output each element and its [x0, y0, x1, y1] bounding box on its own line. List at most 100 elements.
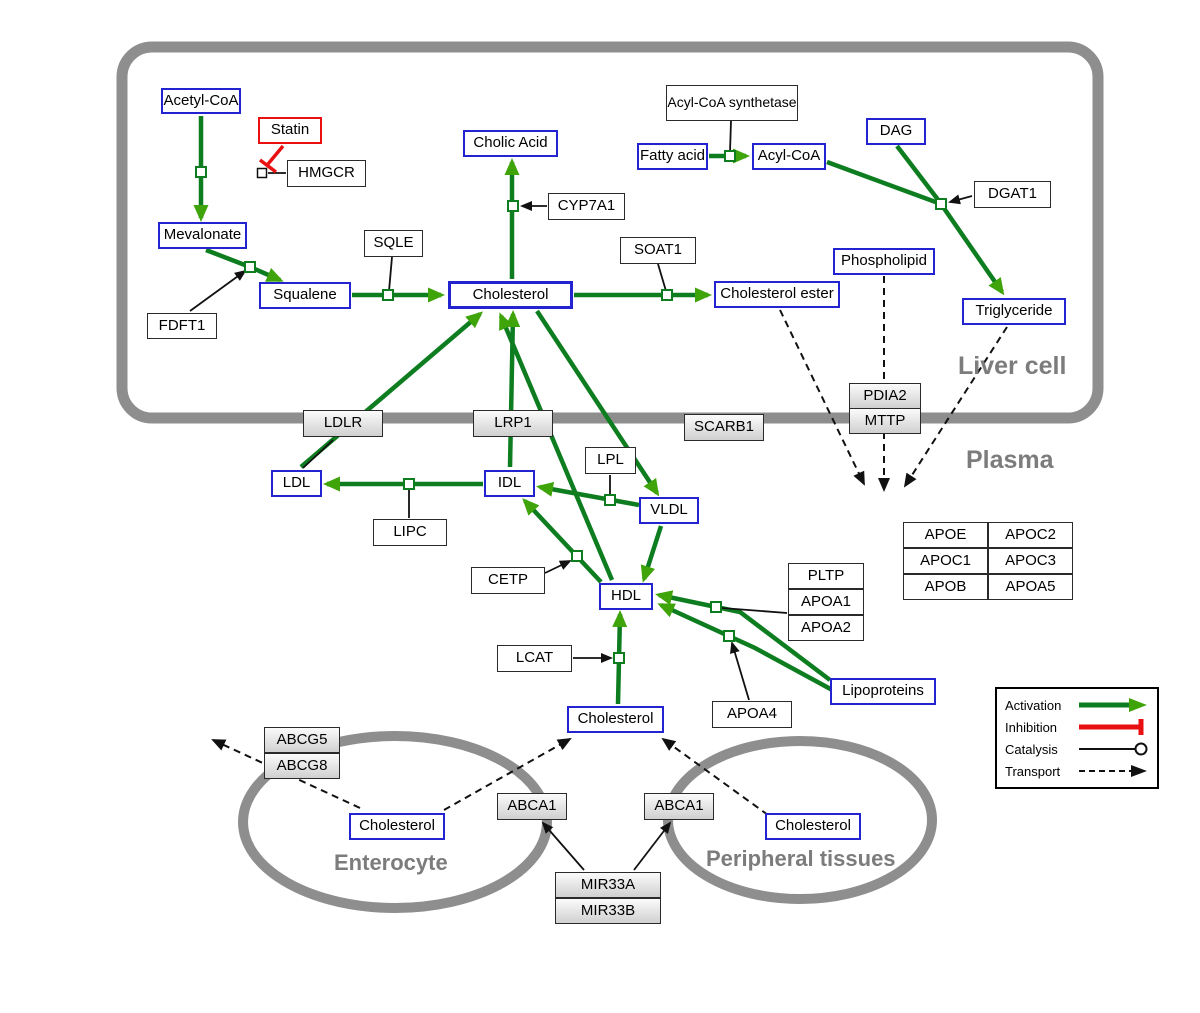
node-apoc3[interactable]: APOC3 [988, 548, 1073, 574]
node-fdft1[interactable]: FDFT1 [147, 313, 217, 339]
node-pdia2[interactable]: PDIA2 [849, 383, 921, 409]
legend-row-activation: Activation [1005, 696, 1149, 714]
node-lpl[interactable]: LPL [585, 447, 636, 474]
edge-hdl-liver [498, 312, 615, 581]
node-squalene[interactable]: Squalene [259, 282, 351, 309]
transport-cholesterol-ester-secretion [779, 309, 865, 486]
enterocyte-label: Enterocyte [334, 850, 448, 875]
edge-vldl-hdl [640, 525, 664, 583]
legend-row-catalysis: Catalysis [1005, 740, 1149, 758]
node-mttp[interactable]: MTTP [849, 408, 921, 434]
edge-liver-vldl [535, 309, 660, 497]
node-cyp7a1[interactable]: CYP7A1 [548, 193, 625, 220]
legend-row-inhibition: Inhibition [1005, 718, 1149, 736]
node-mir33a[interactable]: MIR33A [555, 872, 661, 898]
node-cholic-acid[interactable]: Cholic Acid [463, 130, 558, 157]
activation-arrow-icon [1079, 698, 1147, 712]
node-apoa1[interactable]: APOA1 [788, 589, 864, 615]
node-abcg8[interactable]: ABCG8 [264, 753, 340, 779]
peripheral-tissues-label: Peripheral tissues [706, 846, 896, 871]
node-abcg5[interactable]: ABCG5 [264, 727, 340, 753]
node-ldl[interactable]: LDL [271, 470, 322, 497]
node-fatty-acid[interactable]: Fatty acid [637, 143, 708, 170]
liver-cell-label: Liver cell [958, 352, 1067, 380]
edge-lipoproteins-hdl-lower [657, 602, 838, 694]
catalysis-fdft1 [189, 269, 247, 312]
node-cholesterol-liver[interactable]: Cholesterol [448, 281, 573, 309]
catalysis-apoa4 [730, 641, 750, 701]
catalysis-cetp [544, 560, 572, 574]
node-acyl-coa[interactable]: Acyl-CoA [752, 143, 826, 170]
node-abca1-left[interactable]: ABCA1 [497, 793, 567, 820]
transport-enterocyte-to-plasma [443, 738, 572, 811]
node-soat1[interactable]: SOAT1 [620, 237, 696, 264]
node-apoc2[interactable]: APOC2 [988, 522, 1073, 548]
catalysis-dgat1 [948, 194, 973, 205]
link-mir33b-abca1 [633, 821, 672, 871]
node-apoe[interactable]: APOE [903, 522, 988, 548]
node-triglyceride[interactable]: Triglyceride [962, 298, 1066, 325]
node-cholesterol-plasma[interactable]: Cholesterol [567, 706, 664, 733]
node-statin[interactable]: Statin [258, 117, 322, 144]
node-cetp[interactable]: CETP [471, 567, 545, 594]
node-hdl[interactable]: HDL [599, 583, 653, 610]
catalysis-pltp-stack [721, 607, 788, 614]
node-apoa2[interactable]: APOA2 [788, 615, 864, 641]
node-apoc1[interactable]: APOC1 [903, 548, 988, 574]
edge-hdl-idl [522, 498, 603, 584]
transport-peripheral-to-plasma [661, 737, 769, 816]
reaction-nodes [195, 150, 947, 664]
node-cholesterol-enterocyte[interactable]: Cholesterol [349, 813, 445, 840]
legend-activation-label: Activation [1005, 697, 1062, 713]
node-mir33b[interactable]: MIR33B [555, 898, 661, 924]
node-lipoproteins[interactable]: Lipoproteins [830, 678, 936, 705]
node-phospholipid[interactable]: Phospholipid [833, 248, 935, 275]
edge-dag-triglyceride [895, 144, 941, 203]
node-acyl-coa-synthetase[interactable]: Acyl-CoA synthetase [666, 85, 798, 121]
node-mevalonate[interactable]: Mevalonate [158, 222, 247, 249]
node-lcat[interactable]: LCAT [497, 645, 572, 672]
catalysis-soat1 [657, 263, 667, 292]
edge-mevalonate-squalene [205, 247, 284, 283]
transport-dashed-arrow-icon [1079, 765, 1147, 777]
inhibition-edge-statin [258, 144, 285, 174]
catalysis-acylcoa-synthetase [729, 120, 732, 153]
node-cholesterol-peripheral[interactable]: Cholesterol [765, 813, 861, 840]
node-pltp[interactable]: PLTP [788, 563, 864, 589]
node-apoa5[interactable]: APOA5 [988, 574, 1073, 600]
liver-cell-membrane [116, 41, 1104, 424]
node-idl[interactable]: IDL [484, 470, 535, 497]
link-ldl-ldlr [302, 439, 334, 469]
node-apoa4[interactable]: APOA4 [712, 701, 792, 728]
node-sqle[interactable]: SQLE [364, 230, 423, 257]
legend: Activation Inhibition Catalysis Transpor… [995, 687, 1159, 789]
node-vldl[interactable]: VLDL [639, 497, 699, 524]
node-dag[interactable]: DAG [866, 118, 926, 145]
node-cholesterol-ester[interactable]: Cholesterol ester [714, 281, 840, 308]
node-acetyl-coa[interactable]: Acetyl-CoA [161, 88, 241, 114]
catalysis-edges [189, 120, 973, 871]
catalysis-sqle [388, 256, 393, 292]
legend-inhibition-label: Inhibition [1005, 719, 1058, 735]
catalysis-circle-icon [1079, 742, 1148, 756]
catalysis-port-hmgcr [256, 167, 268, 179]
node-scarb1[interactable]: SCARB1 [684, 414, 764, 441]
node-lrp1[interactable]: LRP1 [473, 410, 553, 437]
node-ldlr[interactable]: LDLR [303, 410, 383, 437]
inhibition-tbar-icon [1079, 719, 1144, 735]
legend-catalysis-label: Catalysis [1005, 741, 1058, 757]
transport-edges [211, 276, 1008, 816]
node-apob[interactable]: APOB [903, 574, 988, 600]
transport-abcg-efflux [211, 739, 361, 809]
legend-row-transport: Transport [1005, 762, 1149, 780]
node-hmgcr[interactable]: HMGCR [287, 160, 366, 187]
transport-triglyceride-secretion [903, 326, 1008, 488]
peripheral-tissues-membrane [663, 736, 937, 904]
link-mir33a-abca1 [541, 821, 585, 871]
node-dgat1[interactable]: DGAT1 [974, 181, 1051, 208]
edge-lipoproteins-hdl-upper [655, 590, 832, 682]
node-lipc[interactable]: LIPC [373, 519, 447, 546]
node-abca1-right[interactable]: ABCA1 [644, 793, 714, 820]
